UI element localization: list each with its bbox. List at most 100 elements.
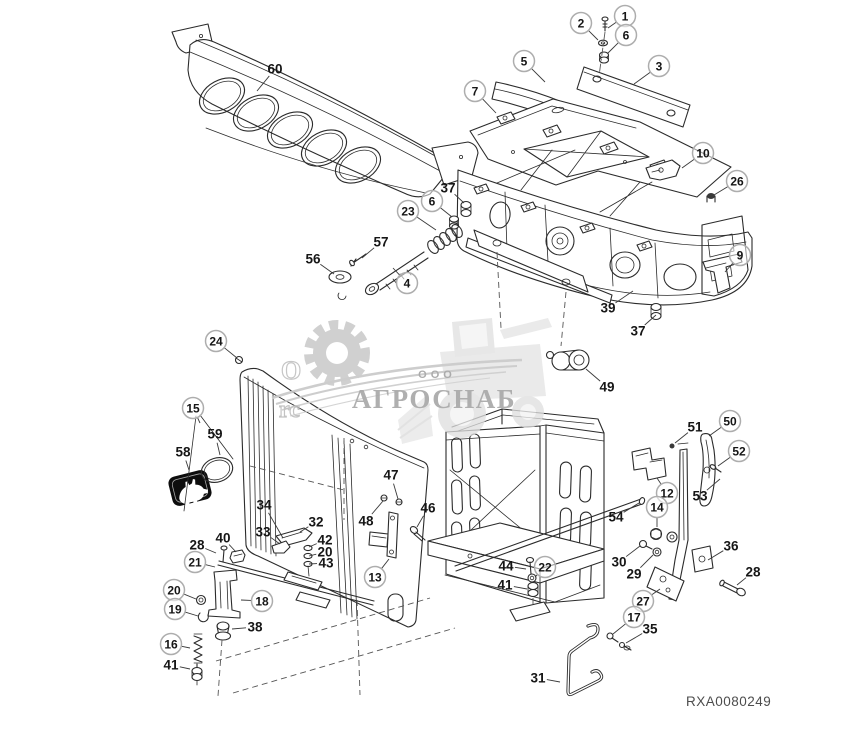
callout-number: 22 — [538, 561, 552, 575]
leader-line — [181, 645, 191, 649]
latch-catch-49 — [545, 349, 590, 371]
callout-number: 29 — [626, 567, 641, 582]
leader-line — [612, 623, 626, 635]
callout-circle — [396, 199, 420, 223]
leader-line — [185, 460, 190, 471]
callout-number: 5 — [521, 55, 528, 69]
callout-number: 20 — [167, 584, 181, 598]
callout-19: 19 — [163, 597, 199, 621]
leader-line — [656, 477, 662, 485]
callout-53: 53 — [692, 478, 721, 504]
leader-line — [179, 666, 191, 670]
callout-number: 16 — [164, 638, 178, 652]
callout-22: 22 — [533, 555, 557, 579]
callout-number: 27 — [636, 595, 650, 609]
watermark-company-name: АГРОСНАБ — [352, 384, 516, 414]
right-latch-assembly — [631, 433, 746, 602]
callout-number: 14 — [650, 501, 664, 515]
leader-line — [256, 75, 270, 92]
callout-number: 19 — [168, 603, 182, 617]
leader-line — [513, 586, 528, 590]
leader-line — [216, 442, 221, 456]
bolt-41-left — [191, 663, 203, 686]
leader-line — [361, 247, 375, 259]
callout-37: 37 — [630, 314, 657, 339]
callout-circle — [163, 597, 187, 621]
callout-20: 20 — [162, 578, 197, 602]
callout-circle — [647, 54, 671, 78]
callout-13: 13 — [363, 558, 390, 589]
callout-54: 54 — [608, 502, 640, 525]
callout-14: 14 — [645, 495, 669, 527]
leader-line — [707, 550, 724, 561]
callout-number: 41 — [497, 578, 513, 593]
bracket-10 — [645, 159, 681, 181]
callout-number: 59 — [207, 427, 222, 442]
callout-circle — [614, 23, 638, 47]
callout-41: 41 — [163, 658, 191, 673]
oval-decal-59 — [200, 457, 234, 483]
callout-number: 23 — [401, 205, 415, 219]
callout-number: 51 — [687, 420, 703, 435]
screw-24 — [234, 355, 244, 365]
callout-number: 1 — [622, 10, 629, 24]
plate-36 — [691, 545, 714, 573]
leader-line — [299, 526, 309, 533]
nut-26 — [706, 193, 716, 203]
callout-6: 6 — [607, 23, 638, 54]
figure-code: RXA0080249 — [686, 694, 771, 709]
callout-number: 3 — [656, 60, 663, 74]
callout-47: 47 — [383, 468, 399, 500]
callout-number: 7 — [472, 85, 479, 99]
leader-line — [708, 427, 722, 437]
callout-number: 47 — [383, 468, 398, 483]
callout-56: 56 — [305, 252, 335, 275]
callout-circle — [718, 409, 742, 433]
callout-number: 35 — [642, 622, 658, 637]
callout-number: 24 — [209, 335, 223, 349]
callout-number: 15 — [186, 402, 200, 416]
callout-number: 49 — [599, 380, 614, 395]
callout-49: 49 — [585, 368, 615, 395]
leader-line — [416, 216, 437, 231]
callout-60: 60 — [256, 62, 283, 92]
deer-icon — [179, 479, 208, 509]
callout-number: 33 — [255, 525, 271, 540]
callout-number: 4 — [404, 277, 411, 291]
top-fastener-stack — [597, 16, 610, 77]
callout-number: 39 — [600, 301, 615, 316]
callout-41: 41 — [497, 578, 528, 593]
leader-line — [724, 262, 734, 273]
handle-screws — [380, 494, 403, 506]
latch-rod-18-group — [191, 545, 456, 697]
leader-line — [371, 500, 384, 515]
callout-42: 42 — [308, 533, 333, 548]
panel-left-rib-band — [247, 375, 277, 557]
bolt-30 — [638, 539, 653, 550]
leader-line — [607, 21, 617, 29]
leader-line — [392, 267, 400, 276]
callout-16: 16 — [159, 632, 191, 656]
spring-23 — [427, 224, 463, 254]
leader-line — [651, 588, 661, 596]
watermark: O rc ООО АГРОСНАБ — [271, 318, 552, 444]
front-panel — [234, 355, 429, 628]
callout-59: 59 — [207, 427, 223, 456]
bolt-46 — [409, 526, 426, 542]
leader-line — [633, 72, 651, 85]
callout-23: 23 — [396, 199, 437, 231]
callout-number: 44 — [498, 559, 514, 574]
brand-badge-58 — [168, 470, 212, 509]
callout-number: 53 — [692, 489, 708, 504]
callout-number: 2 — [578, 17, 585, 31]
nut-37-upper — [460, 200, 472, 218]
callout-number: 10 — [696, 147, 710, 161]
callout-circle — [512, 49, 536, 73]
leader-line — [270, 536, 281, 545]
brace-rod-54 — [454, 497, 646, 572]
leader-line — [531, 68, 546, 83]
callout-number: 56 — [305, 252, 321, 267]
lower-strip-39 — [465, 229, 613, 347]
